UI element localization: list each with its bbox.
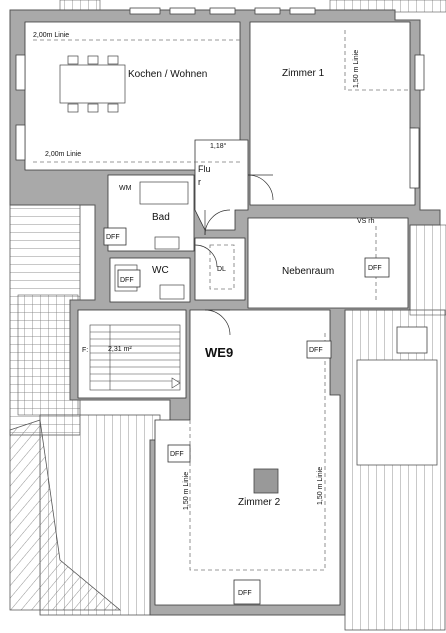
roof-areas (9, 0, 446, 631)
dff-label: DFF (170, 451, 184, 458)
room-label-flur-1: Flu (198, 164, 211, 174)
unit-name: WE9 (205, 345, 233, 360)
linie-150-zimmer1: 1,50 m Linie (353, 50, 360, 88)
room-label-wc: WC (152, 265, 169, 276)
linie-200-bottom: 2,00m Linie (45, 151, 81, 158)
windows (15, 7, 425, 189)
dl-label: DL (217, 266, 226, 273)
dim-118: 1,18° (210, 142, 227, 150)
dff-label: DFF (238, 590, 252, 597)
room-label-kochen-wohnen: Kochen / Wohnen (128, 69, 207, 80)
linie-150-zimmer2-right: 1,50 m Linie (317, 467, 324, 505)
dff-label: DFF (309, 347, 323, 354)
dff-label: DFF (106, 234, 120, 241)
dining-table (59, 55, 126, 113)
dff-label: DFF (120, 277, 134, 284)
room-interiors (24, 21, 416, 606)
sanitary-fixtures (114, 181, 189, 300)
wm-label: WM (119, 185, 132, 192)
staircase (89, 324, 181, 391)
linie-150-zimmer2-left: 1,50 m Linie (183, 472, 190, 510)
roof-hatch (396, 326, 428, 354)
chimney (253, 468, 279, 494)
room-label-nebenraum: Nebenraum (282, 266, 334, 277)
skylight-boxes (103, 227, 390, 605)
doors (194, 174, 274, 336)
room-label-zimmer1: Zimmer 1 (282, 68, 325, 79)
stair-f-label: F: (82, 347, 88, 354)
linie-200-top: 2,00m Linie (33, 32, 69, 39)
dff-label: DFF (368, 265, 382, 272)
stair-area-label: 2,31 m² (108, 346, 132, 353)
room-label-flur-2: r (198, 177, 201, 187)
vs-rh: VS rh (357, 218, 375, 225)
room-label-bad: Bad (152, 212, 170, 223)
room-label-zimmer2: Zimmer 2 (238, 497, 281, 508)
